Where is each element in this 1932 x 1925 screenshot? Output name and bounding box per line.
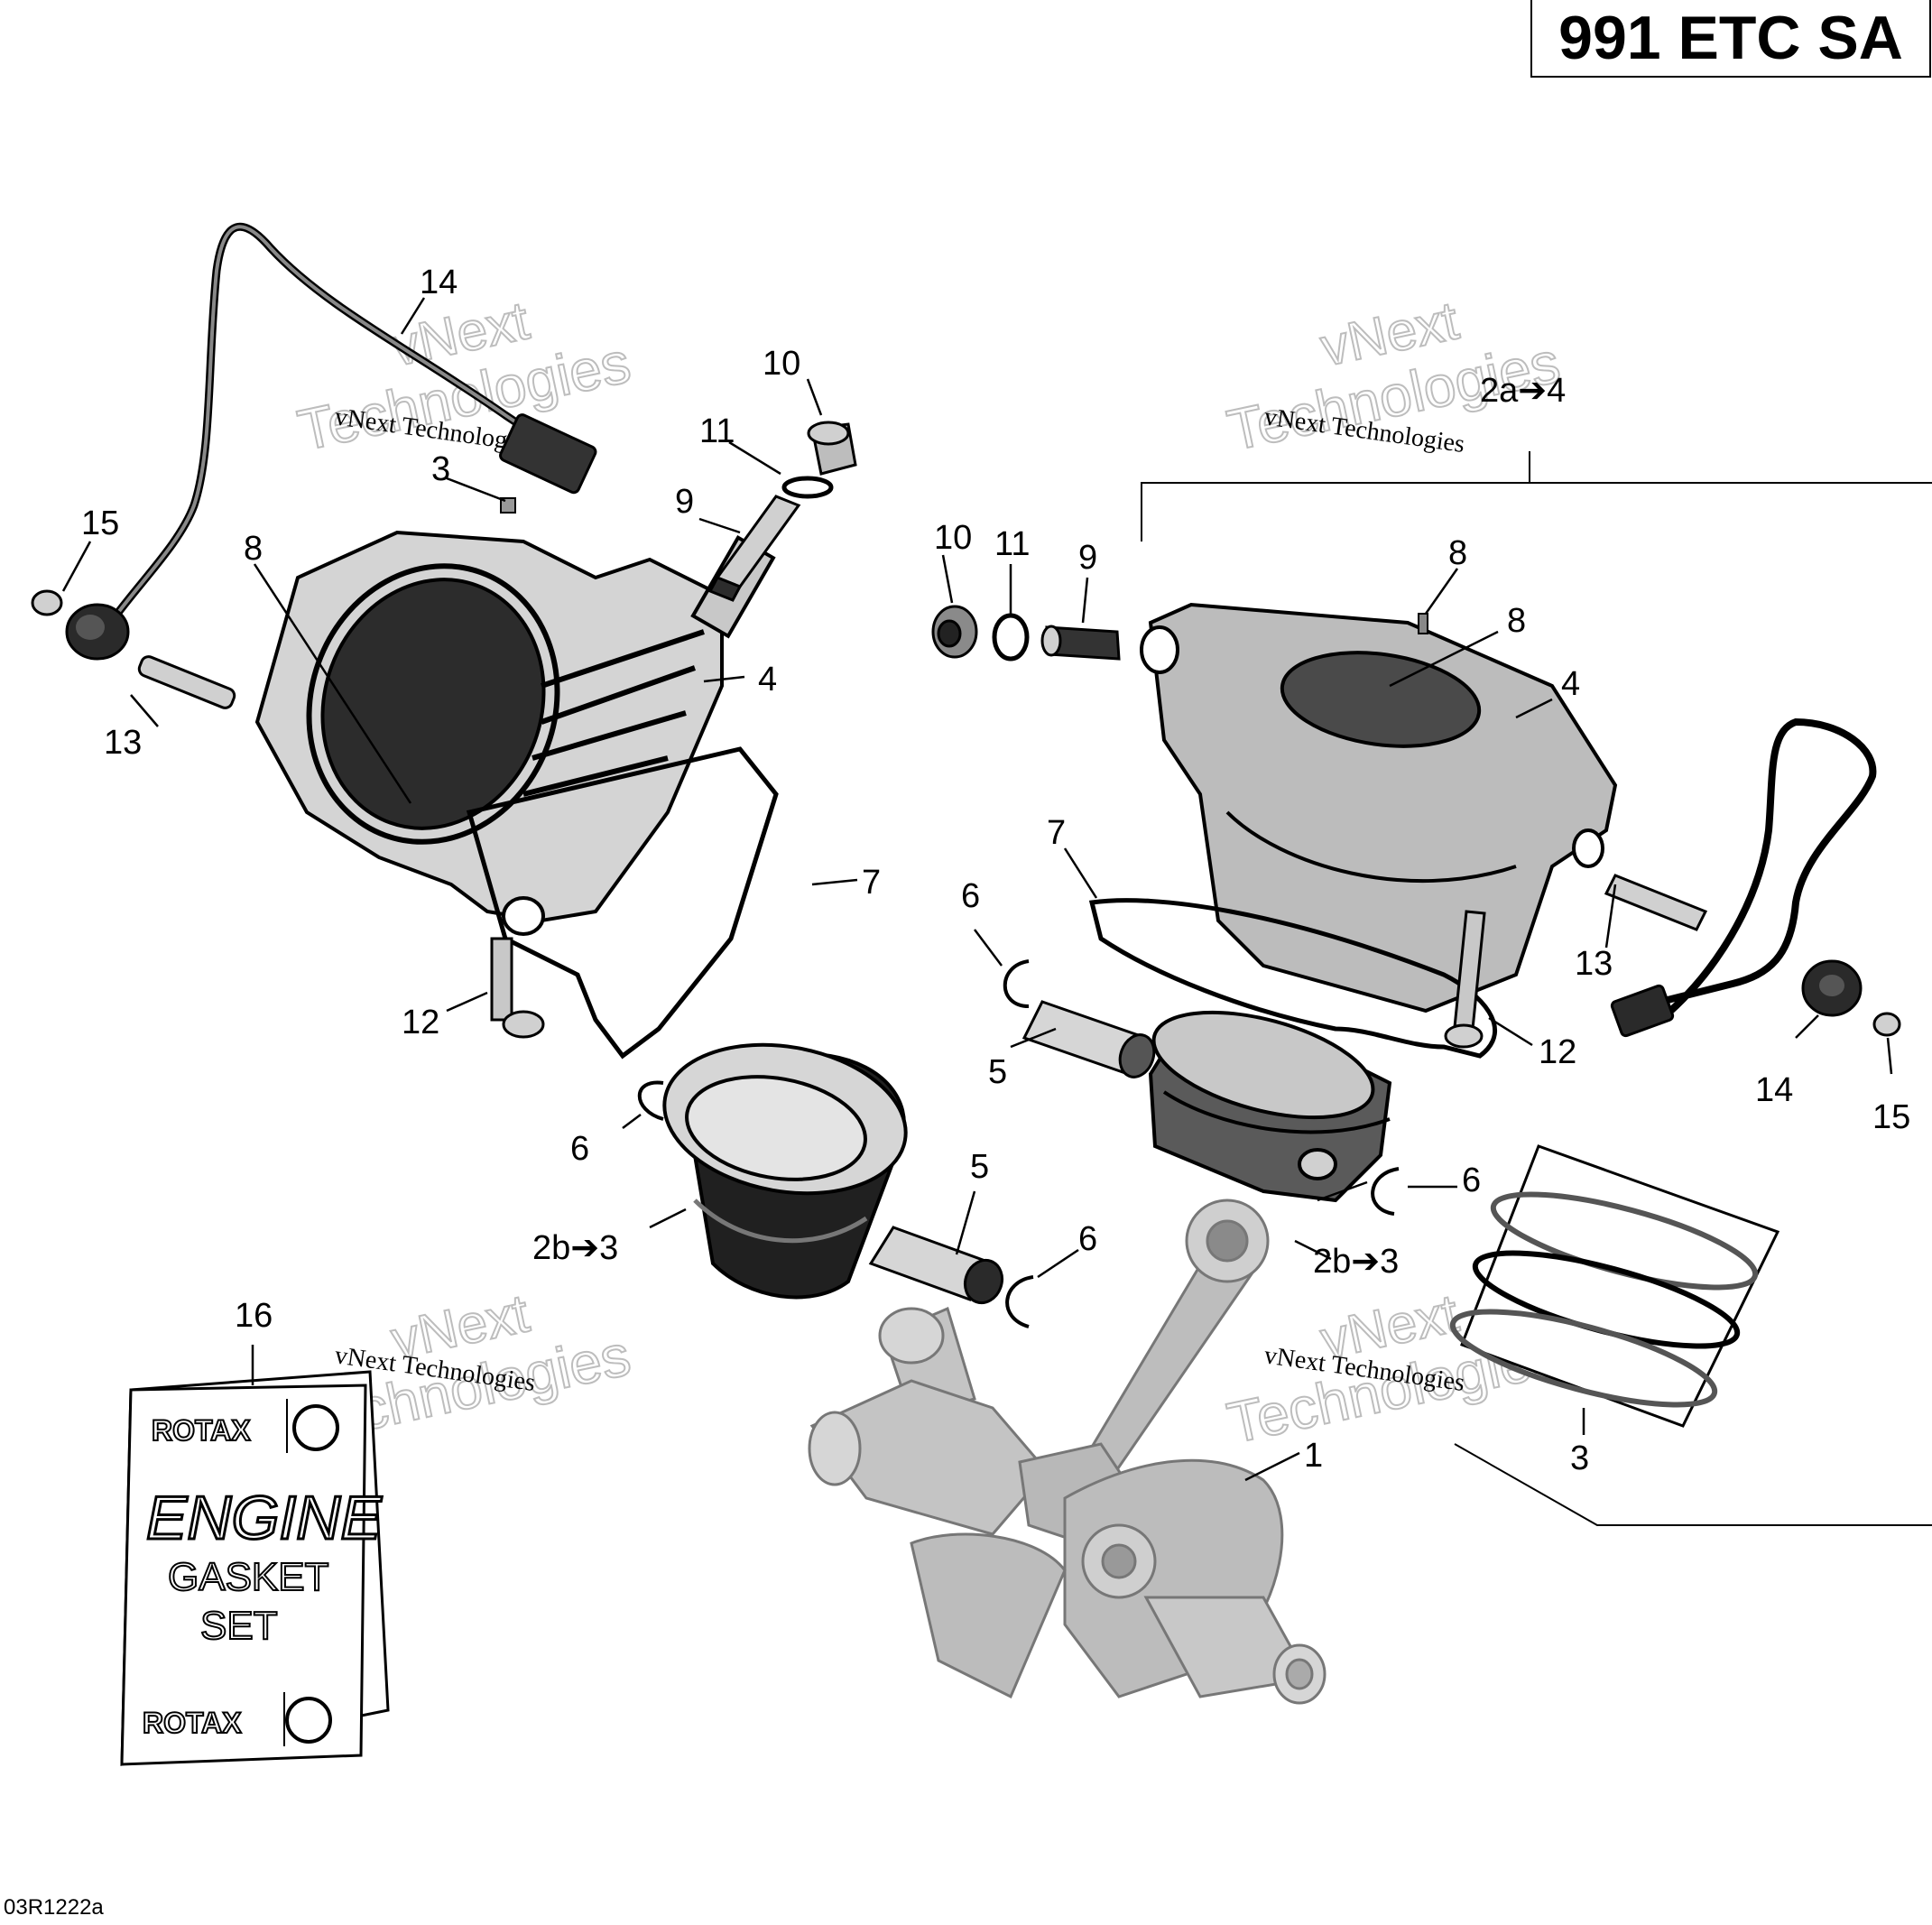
callout-5: 5 (970, 1148, 989, 1186)
callout-10: 10 (763, 345, 800, 383)
callout-8: 8 (1448, 534, 1467, 572)
base-gasket-left (466, 746, 779, 1060)
cylinder-left (254, 530, 776, 936)
callout-4: 4 (758, 661, 777, 699)
knock-sensor-left (31, 222, 597, 661)
kit-brand-top: ROTAX (152, 1414, 251, 1447)
base-gasket-right (1088, 898, 1498, 1059)
callout-12: 12 (1539, 1033, 1576, 1071)
callout-15: 15 (81, 504, 119, 542)
callout-3: 3 (431, 450, 450, 488)
stud-bolt-left (490, 937, 545, 1039)
callout-8: 8 (244, 530, 263, 568)
callout-7: 7 (1047, 814, 1066, 852)
callout-16: 16 (235, 1297, 273, 1335)
callout-6: 6 (961, 877, 980, 915)
callout-1: 1 (1304, 1437, 1323, 1475)
kit-line-set: SET (200, 1604, 278, 1648)
cylinder-right (1140, 602, 1618, 1013)
circlip-left-upper (637, 1080, 664, 1121)
circlip-right-lower (1371, 1167, 1400, 1216)
piston-left (662, 1042, 908, 1300)
piston-ring-set (1449, 1144, 1780, 1428)
kit-line-gasket: GASKET (168, 1555, 329, 1599)
knock-sensor-right (1610, 717, 1901, 1038)
piston-pin-right (1021, 1000, 1156, 1078)
dowel-pin-right (1604, 874, 1708, 931)
stud-bolt-right (1444, 910, 1486, 1049)
oil-plug-right (931, 605, 1121, 662)
piston-pin-left (868, 1226, 1004, 1305)
model-title: 991 ETC SA (1558, 4, 1903, 72)
callout-15: 15 (1872, 1098, 1910, 1136)
kit-brand-bottom: ROTAX (143, 1707, 242, 1739)
reference-code: 03R1222a (4, 1895, 104, 1920)
callout-6: 6 (1462, 1161, 1481, 1199)
callout-11: 11 (699, 412, 735, 450)
callout-11: 11 (994, 525, 1030, 563)
callout-14: 14 (420, 264, 458, 301)
callout-2a-4: 2a➔4 (1480, 372, 1566, 410)
callout-5: 5 (988, 1053, 1007, 1091)
callout-9: 9 (1078, 539, 1097, 577)
callout-6: 6 (570, 1130, 589, 1168)
circlip-right-upper (1003, 959, 1030, 1008)
small-pin-right (1418, 613, 1428, 634)
callout-14: 14 (1755, 1071, 1793, 1109)
leader-lines (61, 297, 1893, 1482)
callout-10: 10 (934, 519, 972, 557)
small-nut-left (500, 497, 516, 514)
gasket-set-card: ROTAX ROTAX ENGINE GASKET SET (120, 1370, 390, 1766)
circlip-left-lower (1005, 1275, 1034, 1328)
callout-4: 4 (1561, 665, 1580, 703)
callout-8: 8 (1507, 602, 1526, 640)
crankshaft (808, 1198, 1327, 1705)
callout-7: 7 (862, 864, 881, 902)
callout-9: 9 (675, 483, 694, 521)
callout-12: 12 (402, 1004, 439, 1041)
callout-2b-3: 2b➔3 (532, 1229, 618, 1267)
callout-6: 6 (1078, 1220, 1097, 1258)
callout-3: 3 (1570, 1439, 1589, 1477)
dowel-pin-left (137, 655, 236, 709)
callout-13: 13 (104, 724, 142, 762)
piston-right (1148, 1010, 1392, 1203)
callout-13: 13 (1575, 945, 1613, 983)
callout-2b-3: 2b➔3 (1313, 1243, 1399, 1281)
oil-plug-left (707, 421, 857, 602)
kit-line-engine: ENGINE (146, 1484, 382, 1552)
callout-labels: 14 15 8 3 10 11 9 4 13 7 12 6 2b➔3 5 6 1… (81, 264, 1910, 1477)
model-title-box: 991 ETC SA (1530, 0, 1931, 78)
assembly-frame (1141, 451, 1932, 1526)
